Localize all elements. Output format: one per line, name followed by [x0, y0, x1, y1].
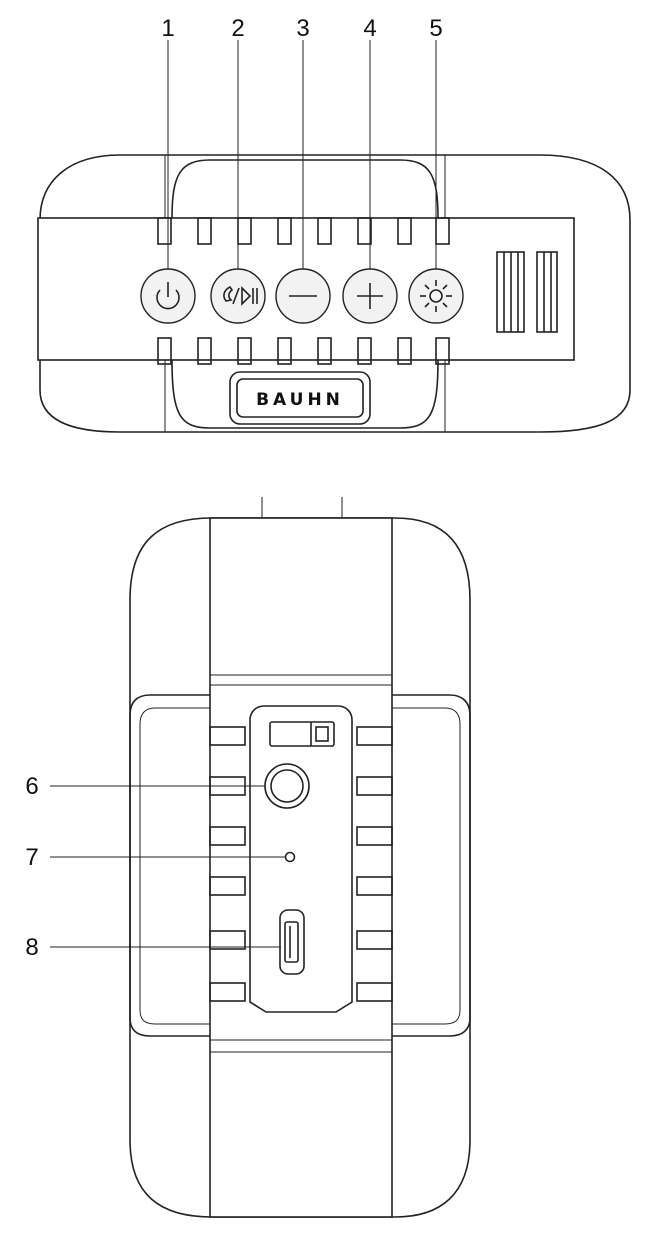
- volume-down-button[interactable]: [276, 269, 330, 323]
- volume-up-button[interactable]: [343, 269, 397, 323]
- brand-logo: BAUHN: [256, 390, 344, 410]
- callout-6: 6: [25, 773, 38, 800]
- callout-1: 1: [161, 15, 174, 42]
- power-button[interactable]: [141, 269, 195, 323]
- callout-5: 5: [429, 15, 442, 42]
- brand-plate: BAUHN: [230, 372, 370, 424]
- callout-3: 3: [296, 15, 309, 42]
- callout-7: 7: [25, 844, 38, 871]
- port-panel: [250, 706, 352, 1012]
- callout-8: 8: [25, 934, 38, 961]
- side-view: 6 7 8: [25, 497, 470, 1217]
- callout-4: 4: [363, 15, 376, 42]
- light-button[interactable]: [409, 269, 463, 323]
- call-play-pause-button[interactable]: [211, 269, 265, 323]
- callout-2: 2: [231, 15, 244, 42]
- top-view: BAUHN 1 2 3 4 5: [38, 15, 630, 432]
